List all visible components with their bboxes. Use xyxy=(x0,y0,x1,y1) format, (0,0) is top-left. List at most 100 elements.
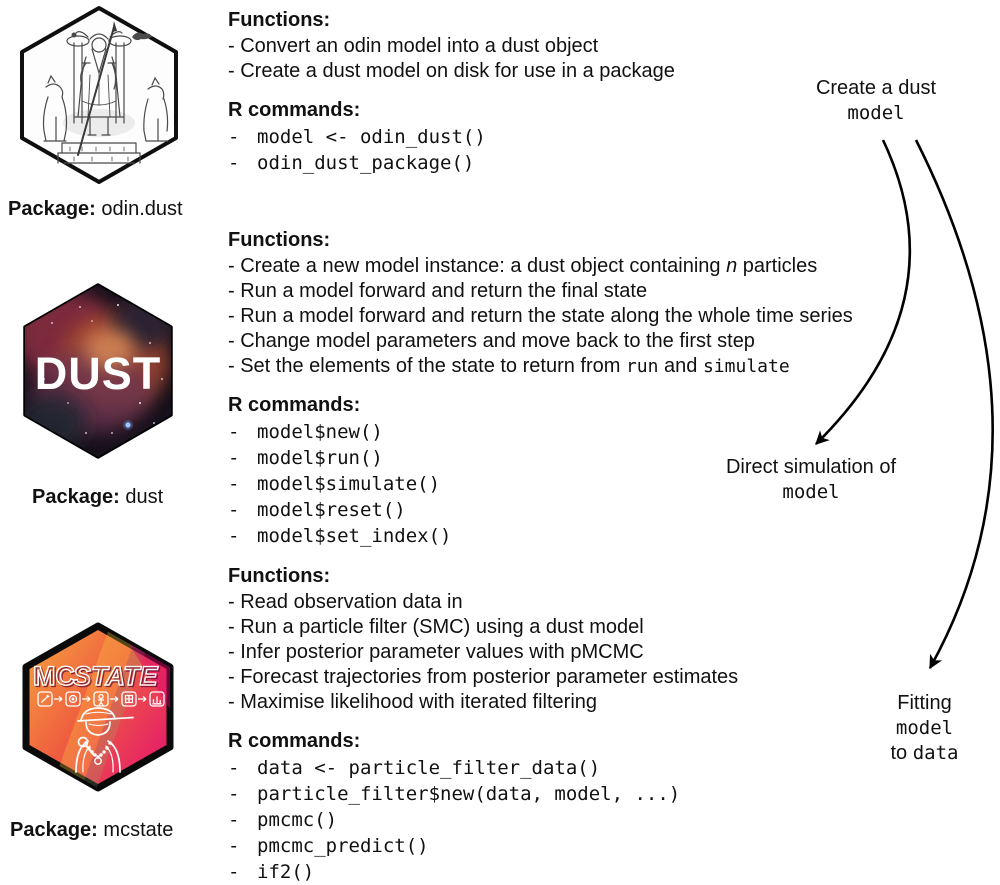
annotation-code: model xyxy=(895,717,954,739)
odin-engraving-illustration xyxy=(42,21,169,164)
bullet-dash: - xyxy=(228,152,240,174)
function-text: - Maximise likelihood with iterated filt… xyxy=(228,691,598,713)
command-code: if2() xyxy=(257,861,315,883)
odin-dust-logo xyxy=(20,6,178,184)
command-code: model <- odin_dust() xyxy=(257,126,486,148)
r-command: -model$new() xyxy=(228,419,893,445)
arrow-create-to-fitting xyxy=(914,139,994,670)
mcstate-logo: MC STATE xyxy=(22,622,174,792)
r-command: -pmcmc_predict() xyxy=(228,833,893,859)
section-odin-dust: Functions: - Convert an odin model into … xyxy=(228,8,893,176)
package-name: odin.dust xyxy=(101,198,183,220)
package-name: mcstate xyxy=(103,819,174,841)
package-word: Package: xyxy=(10,819,98,841)
r-commands-heading: R commands: xyxy=(228,394,361,416)
command-code: particle_filter$new(data, model, ...) xyxy=(257,783,681,805)
functions-heading: Functions: xyxy=(228,565,331,587)
function-text: - Change model parameters and move back … xyxy=(228,330,755,352)
command-code: odin_dust_package() xyxy=(257,152,475,174)
command-code: model$new() xyxy=(257,421,383,443)
italic-n: n xyxy=(726,255,738,277)
package-word: Package: xyxy=(8,198,96,220)
r-command: -odin_dust_package() xyxy=(228,150,893,176)
microphone-icon xyxy=(77,736,89,748)
r-commands-heading: R commands: xyxy=(228,730,361,752)
bullet-dash: - xyxy=(228,783,240,805)
function-item: - Forecast trajectories from posterior p… xyxy=(228,665,893,690)
function-text: - Forecast trajectories from posterior p… xyxy=(228,666,739,688)
bullet-dash: - xyxy=(228,809,240,831)
package-word: Package: xyxy=(32,486,120,508)
annotation-text: to data xyxy=(842,741,1000,766)
pencil-icon xyxy=(41,694,50,703)
package-label-dust: Package: dust xyxy=(32,484,163,510)
annotation-fitting-model: Fitting model to data xyxy=(842,691,1000,766)
r-command: -particle_filter$new(data, model, ...) xyxy=(228,781,893,807)
face xyxy=(85,721,111,736)
target-icon xyxy=(68,694,78,704)
annotation-create-dust-model: Create a dust model xyxy=(796,76,956,126)
r-command: -model$simulate() xyxy=(228,471,893,497)
command-code: pmcmc() xyxy=(257,809,338,831)
bullet-dash: - xyxy=(228,835,240,857)
function-item: - Run a model forward and return the sta… xyxy=(228,304,893,329)
dust-logo: DUST xyxy=(23,283,173,459)
annotation-code: data xyxy=(912,742,959,764)
package-label-odin-dust: Package: odin.dust xyxy=(8,196,183,222)
function-text: particles xyxy=(737,255,818,277)
r-command: -model$reset() xyxy=(228,497,893,523)
cap-crown xyxy=(80,707,116,722)
command-code: model$reset() xyxy=(257,499,406,521)
command-code: model$set_index() xyxy=(257,525,452,547)
function-text: - Read observation data in xyxy=(228,591,463,613)
annotation-code: model xyxy=(847,102,905,124)
dust-logo-text: DUST xyxy=(35,348,162,399)
annotation-code: model xyxy=(782,481,840,503)
pipeline-arrow-icon xyxy=(54,696,63,702)
function-text: - Convert an odin model into a dust obje… xyxy=(228,35,599,57)
pipeline-icons xyxy=(37,691,165,707)
bullet-dash: - xyxy=(228,499,240,521)
gradient-stripes xyxy=(50,626,170,788)
function-text: - Create a new model instance: a dust ob… xyxy=(228,255,727,277)
function-text: - Set the elements of the state to retur… xyxy=(228,355,626,377)
mcstate-text-mc: MC xyxy=(33,661,75,691)
command-code: model$simulate() xyxy=(257,473,441,495)
function-text: - Run a model forward and return the fin… xyxy=(228,280,648,302)
bullet-dash: - xyxy=(228,525,240,547)
chart-icon xyxy=(152,696,162,705)
annotation-direct-simulation: Direct simulation of model xyxy=(706,455,916,505)
function-item: - Run a model forward and return the fin… xyxy=(228,279,893,304)
package-label-mcstate: Package: mcstate xyxy=(10,817,173,843)
function-text: - Run a particle filter (SMC) using a du… xyxy=(228,616,644,638)
function-text: - Infer posterior parameter values with … xyxy=(228,641,644,663)
section-mcstate: Functions: - Read observation data in - … xyxy=(228,564,893,885)
function-item: - Maximise likelihood with iterated filt… xyxy=(228,690,893,715)
bullet-dash: - xyxy=(228,473,240,495)
function-item: - Convert an odin model into a dust obje… xyxy=(228,34,893,59)
function-item: - Set the elements of the state to retur… xyxy=(228,354,893,379)
stars xyxy=(43,304,163,434)
r-command: -data <- particle_filter_data() xyxy=(228,755,893,781)
microphone-handle xyxy=(84,744,96,757)
person-icon xyxy=(97,693,105,707)
pipeline-arrow-icon xyxy=(110,696,119,702)
pipeline-arrow-icon xyxy=(138,696,147,702)
function-item: - Read observation data in xyxy=(228,590,893,615)
function-item: - Create a new model instance: a dust ob… xyxy=(228,254,893,279)
functions-heading: Functions: xyxy=(228,9,331,31)
functions-heading: Functions: xyxy=(228,229,331,251)
r-command: -pmcmc() xyxy=(228,807,893,833)
bullet-dash: - xyxy=(228,757,240,779)
function-item: - Run a particle filter (SMC) using a du… xyxy=(228,615,893,640)
bullet-dash: - xyxy=(228,447,240,469)
r-command: -model$run() xyxy=(228,445,893,471)
function-item: - Change model parameters and move back … xyxy=(228,329,893,354)
section-dust: Functions: - Create a new model instance… xyxy=(228,228,893,549)
mcstate-text-state: STATE xyxy=(73,661,158,691)
command-code: model$run() xyxy=(257,447,383,469)
function-item: - Infer posterior parameter values with … xyxy=(228,640,893,665)
bullet-dash: - xyxy=(228,421,240,443)
function-text: - Run a model forward and return the sta… xyxy=(228,305,853,327)
command-code: pmcmc_predict() xyxy=(257,835,429,857)
